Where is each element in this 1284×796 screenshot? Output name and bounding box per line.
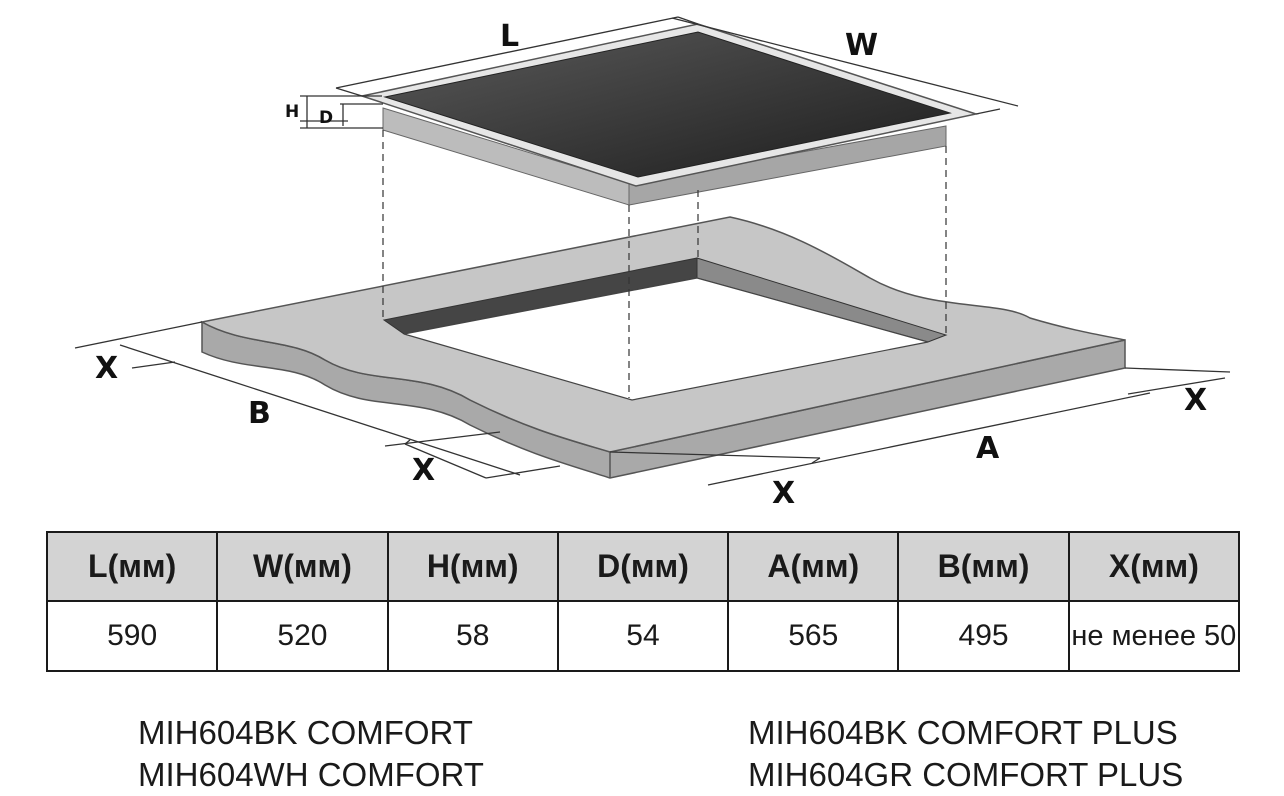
model-name: MIH604GR COMFORT PLUS [748,756,1184,793]
header-X: X(мм) [1067,531,1241,602]
dimensions-table: L(мм) W(мм) H(мм) D(мм) A(мм) B(мм) X(мм… [45,531,1241,672]
label-L: L [500,19,519,54]
table-header-row: L(мм) W(мм) H(мм) D(мм) A(мм) B(мм) X(мм… [45,531,1241,602]
label-X-front-left: X [412,453,435,488]
hob-glass-top [383,31,952,178]
header-L: L(мм) [45,531,219,602]
value-A: 565 [727,600,900,672]
table-row: 590 520 58 54 565 495 не менее 50 [45,600,1241,672]
model-name: MIH604BK COMFORT [138,714,473,751]
hob [359,23,979,206]
projection-lines [382,130,947,398]
value-D: 54 [556,600,730,672]
label-W: W [845,28,878,63]
label-A: A [976,431,1000,466]
model-name: MIH604WH COMFORT [138,756,484,793]
label-D: D [319,108,333,128]
installation-diagram: L W H D X B X X A X [74,16,1231,511]
header-W: W(мм) [216,531,389,602]
label-X-left: X [95,351,118,386]
model-name: MIH604BK COMFORT PLUS [748,714,1178,751]
label-X-front-right: X [772,476,795,511]
header-H: H(мм) [386,531,559,602]
header-B: B(мм) [897,531,1070,602]
models-list-comfort: MIH604BK COMFORT MIH604WH COMFORT [138,712,484,796]
label-B: B [248,396,271,431]
label-X-right: X [1184,383,1207,418]
label-H: H [285,102,299,122]
header-A: A(мм) [727,531,900,602]
value-B: 495 [897,600,1070,672]
cutout [382,257,948,401]
dimension-lines [74,16,1231,486]
cutout-opening [403,277,929,401]
models-list-comfort-plus: MIH604BK COMFORT PLUS MIH604GR COMFORT P… [748,712,1183,796]
header-D: D(мм) [556,531,730,602]
value-W: 520 [216,600,389,672]
value-H: 58 [386,600,559,672]
value-X: не менее 50 [1067,600,1241,672]
value-L: 590 [45,600,219,672]
